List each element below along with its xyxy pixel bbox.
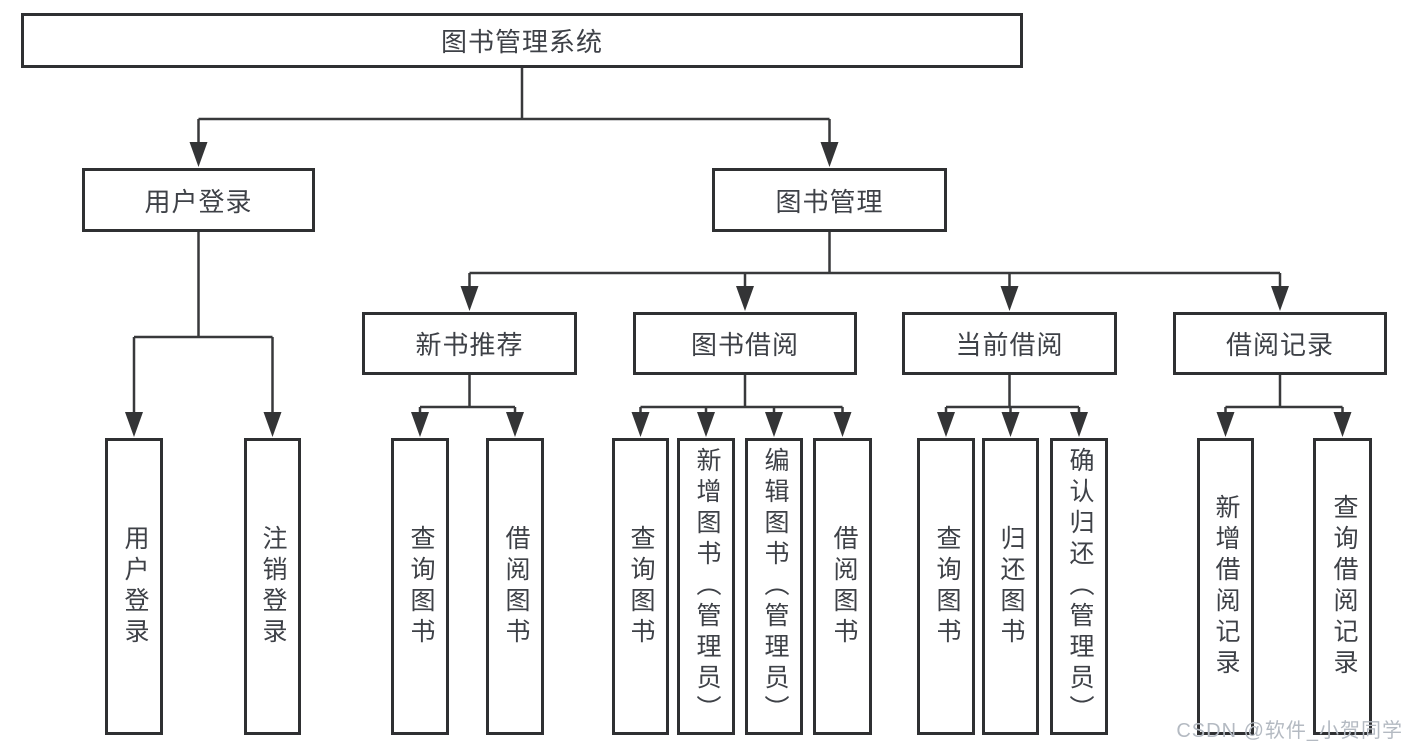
connector-line [1224, 375, 1344, 417]
node-user-login-action: 用户登录 [105, 438, 163, 735]
node-query-borrow-record: 查询借阅记录 [1313, 438, 1372, 735]
connector-line [132, 232, 274, 417]
connector-book-management-branch [460, 232, 1289, 311]
node-add-borrow-record: 新增借阅记录 [1197, 438, 1254, 735]
connector-line [197, 68, 831, 147]
arrowhead-icon [125, 412, 143, 437]
connector-new-book-branch [411, 375, 524, 437]
csdn-watermark: CSDN @软件_小贺同学 [1176, 720, 1403, 742]
node-root: 图书管理系统 [21, 13, 1023, 68]
arrowhead-icon [411, 412, 429, 437]
arrowhead-icon [263, 412, 282, 437]
node-new-book-recommend: 新书推荐 [362, 312, 577, 375]
node-book-borrow: 图书借阅 [633, 312, 857, 375]
arrowhead-icon [937, 412, 955, 437]
node-borrow-book-recommend: 借阅图书 [486, 438, 544, 735]
arrowhead-icon [697, 412, 715, 437]
arrowhead-icon [631, 412, 650, 437]
arrowhead-icon [460, 286, 479, 311]
connector-line [418, 375, 517, 417]
node-edit-book-admin: 编辑图书（管理员） [745, 438, 803, 735]
arrowhead-icon [506, 412, 524, 437]
connector-borrow-records-branch [1216, 375, 1352, 437]
node-logout: 注销登录 [244, 438, 301, 735]
arrowhead-icon [1216, 412, 1235, 437]
arrowhead-icon [820, 142, 839, 167]
node-borrow-book: 借阅图书 [813, 438, 872, 735]
connector-root-to-level2 [189, 68, 839, 167]
arrowhead-icon [765, 412, 783, 437]
arrowhead-icon [736, 286, 754, 311]
node-confirm-return-admin: 确认归还（管理员） [1050, 438, 1108, 735]
node-book-management: 图书管理 [712, 168, 947, 232]
arrowhead-icon [1271, 286, 1289, 311]
node-current-borrow: 当前借阅 [902, 312, 1117, 375]
connector-user-login-branch [125, 232, 282, 437]
arrowhead-icon [189, 142, 208, 167]
node-query-book-recommend: 查询图书 [391, 438, 449, 735]
arrowhead-icon [1070, 412, 1088, 437]
node-add-book-admin: 新增图书（管理员） [677, 438, 735, 735]
arrowhead-icon [1333, 412, 1352, 437]
connector-line [639, 375, 844, 417]
node-return-book: 归还图书 [982, 438, 1039, 735]
connector-line [468, 232, 1282, 291]
connector-line [944, 375, 1081, 417]
node-borrow-records: 借阅记录 [1173, 312, 1387, 375]
connector-book-borrow-branch [631, 375, 852, 437]
node-query-book-current: 查询图书 [917, 438, 975, 735]
arrowhead-icon [833, 412, 852, 437]
node-user-login: 用户登录 [82, 168, 315, 232]
node-query-book-borrow: 查询图书 [612, 438, 669, 735]
arrowhead-icon [1001, 412, 1020, 437]
arrowhead-icon [1000, 286, 1019, 311]
connector-current-borrow-branch [937, 375, 1088, 437]
